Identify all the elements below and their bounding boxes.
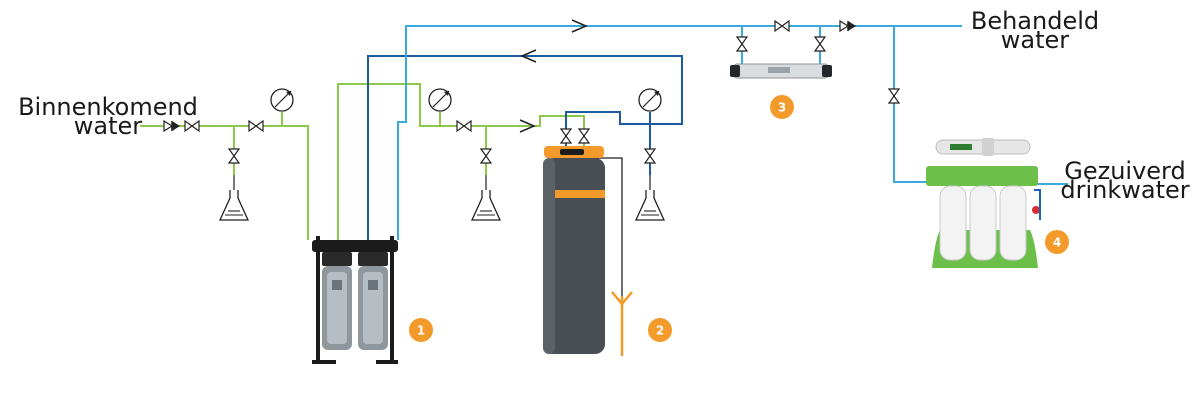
- flow-arrows: [519, 19, 588, 133]
- incoming-water-label-line2: water: [73, 112, 143, 140]
- gate-valve-icon: [644, 148, 656, 164]
- incoming-water-label: Binnenkomend water: [2, 93, 214, 140]
- check-valve-icon: [839, 19, 856, 33]
- svg-text:4: 4: [1053, 236, 1061, 250]
- gate-valve-icon: [456, 120, 472, 132]
- pressure-gauge-icon: [428, 88, 452, 112]
- gate-valve-icon: [228, 148, 240, 164]
- badge-1: 1: [409, 318, 433, 342]
- uv-sterilizer: [730, 63, 832, 79]
- treated-main-pipe: [397, 25, 962, 240]
- incoming-main-pipe: [140, 125, 309, 240]
- sample-points: [219, 175, 665, 221]
- gate-valve-icon: [560, 128, 572, 144]
- drain-line: [590, 157, 633, 356]
- reverse-osmosis-system: [926, 138, 1041, 268]
- svg-text:2: 2: [656, 324, 664, 338]
- badge-2: 2: [648, 318, 672, 342]
- drinking-water-label-line1: Gezuiverd: [1064, 157, 1186, 185]
- treated-water-label-line2: water: [1000, 26, 1070, 54]
- water-softener: [543, 146, 605, 354]
- drain-funnel-icon: [611, 291, 633, 306]
- pressure-gauge-icon: [270, 88, 294, 112]
- valves: [163, 19, 900, 164]
- twin-cartridge-filter: [312, 236, 398, 364]
- gate-valve-icon: [480, 148, 492, 164]
- flow-arrow-icon: [571, 19, 588, 33]
- drinking-water-label-line2: drinkwater: [1060, 176, 1190, 204]
- filter-outlet-pipe: [337, 83, 585, 240]
- check-valve-icon: [163, 119, 180, 133]
- ro-feed-pipe: [893, 26, 938, 183]
- gate-valve-icon: [736, 36, 748, 52]
- gate-valve-icon: [774, 20, 790, 32]
- flow-arrow-icon: [519, 119, 536, 133]
- svg-text:3: 3: [778, 101, 786, 115]
- gate-valve-icon: [248, 120, 264, 132]
- drinking-water-label: Gezuiverd drinkwater: [1052, 157, 1198, 204]
- treated-water-label: Behandeld water: [960, 7, 1110, 54]
- badge-4: 4: [1045, 230, 1069, 254]
- badge-3: 3: [770, 95, 794, 119]
- sample-flask-icon: [219, 189, 249, 221]
- gate-valve-icon: [578, 128, 590, 144]
- svg-text:1: 1: [417, 324, 425, 338]
- gate-valve-icon: [888, 88, 900, 104]
- treated-pipe-network: [397, 25, 1068, 240]
- treated-water-label-line1: Behandeld: [970, 7, 1100, 35]
- flow-arrow-icon: [520, 49, 537, 63]
- gate-valve-icon: [814, 36, 826, 52]
- pressure-gauge-icon: [638, 88, 662, 112]
- sample-flask-icon: [635, 189, 665, 221]
- sample-flask-icon: [471, 189, 501, 221]
- gauges: [270, 88, 662, 112]
- incoming-water-label-line1: Binnenkomend: [18, 93, 198, 121]
